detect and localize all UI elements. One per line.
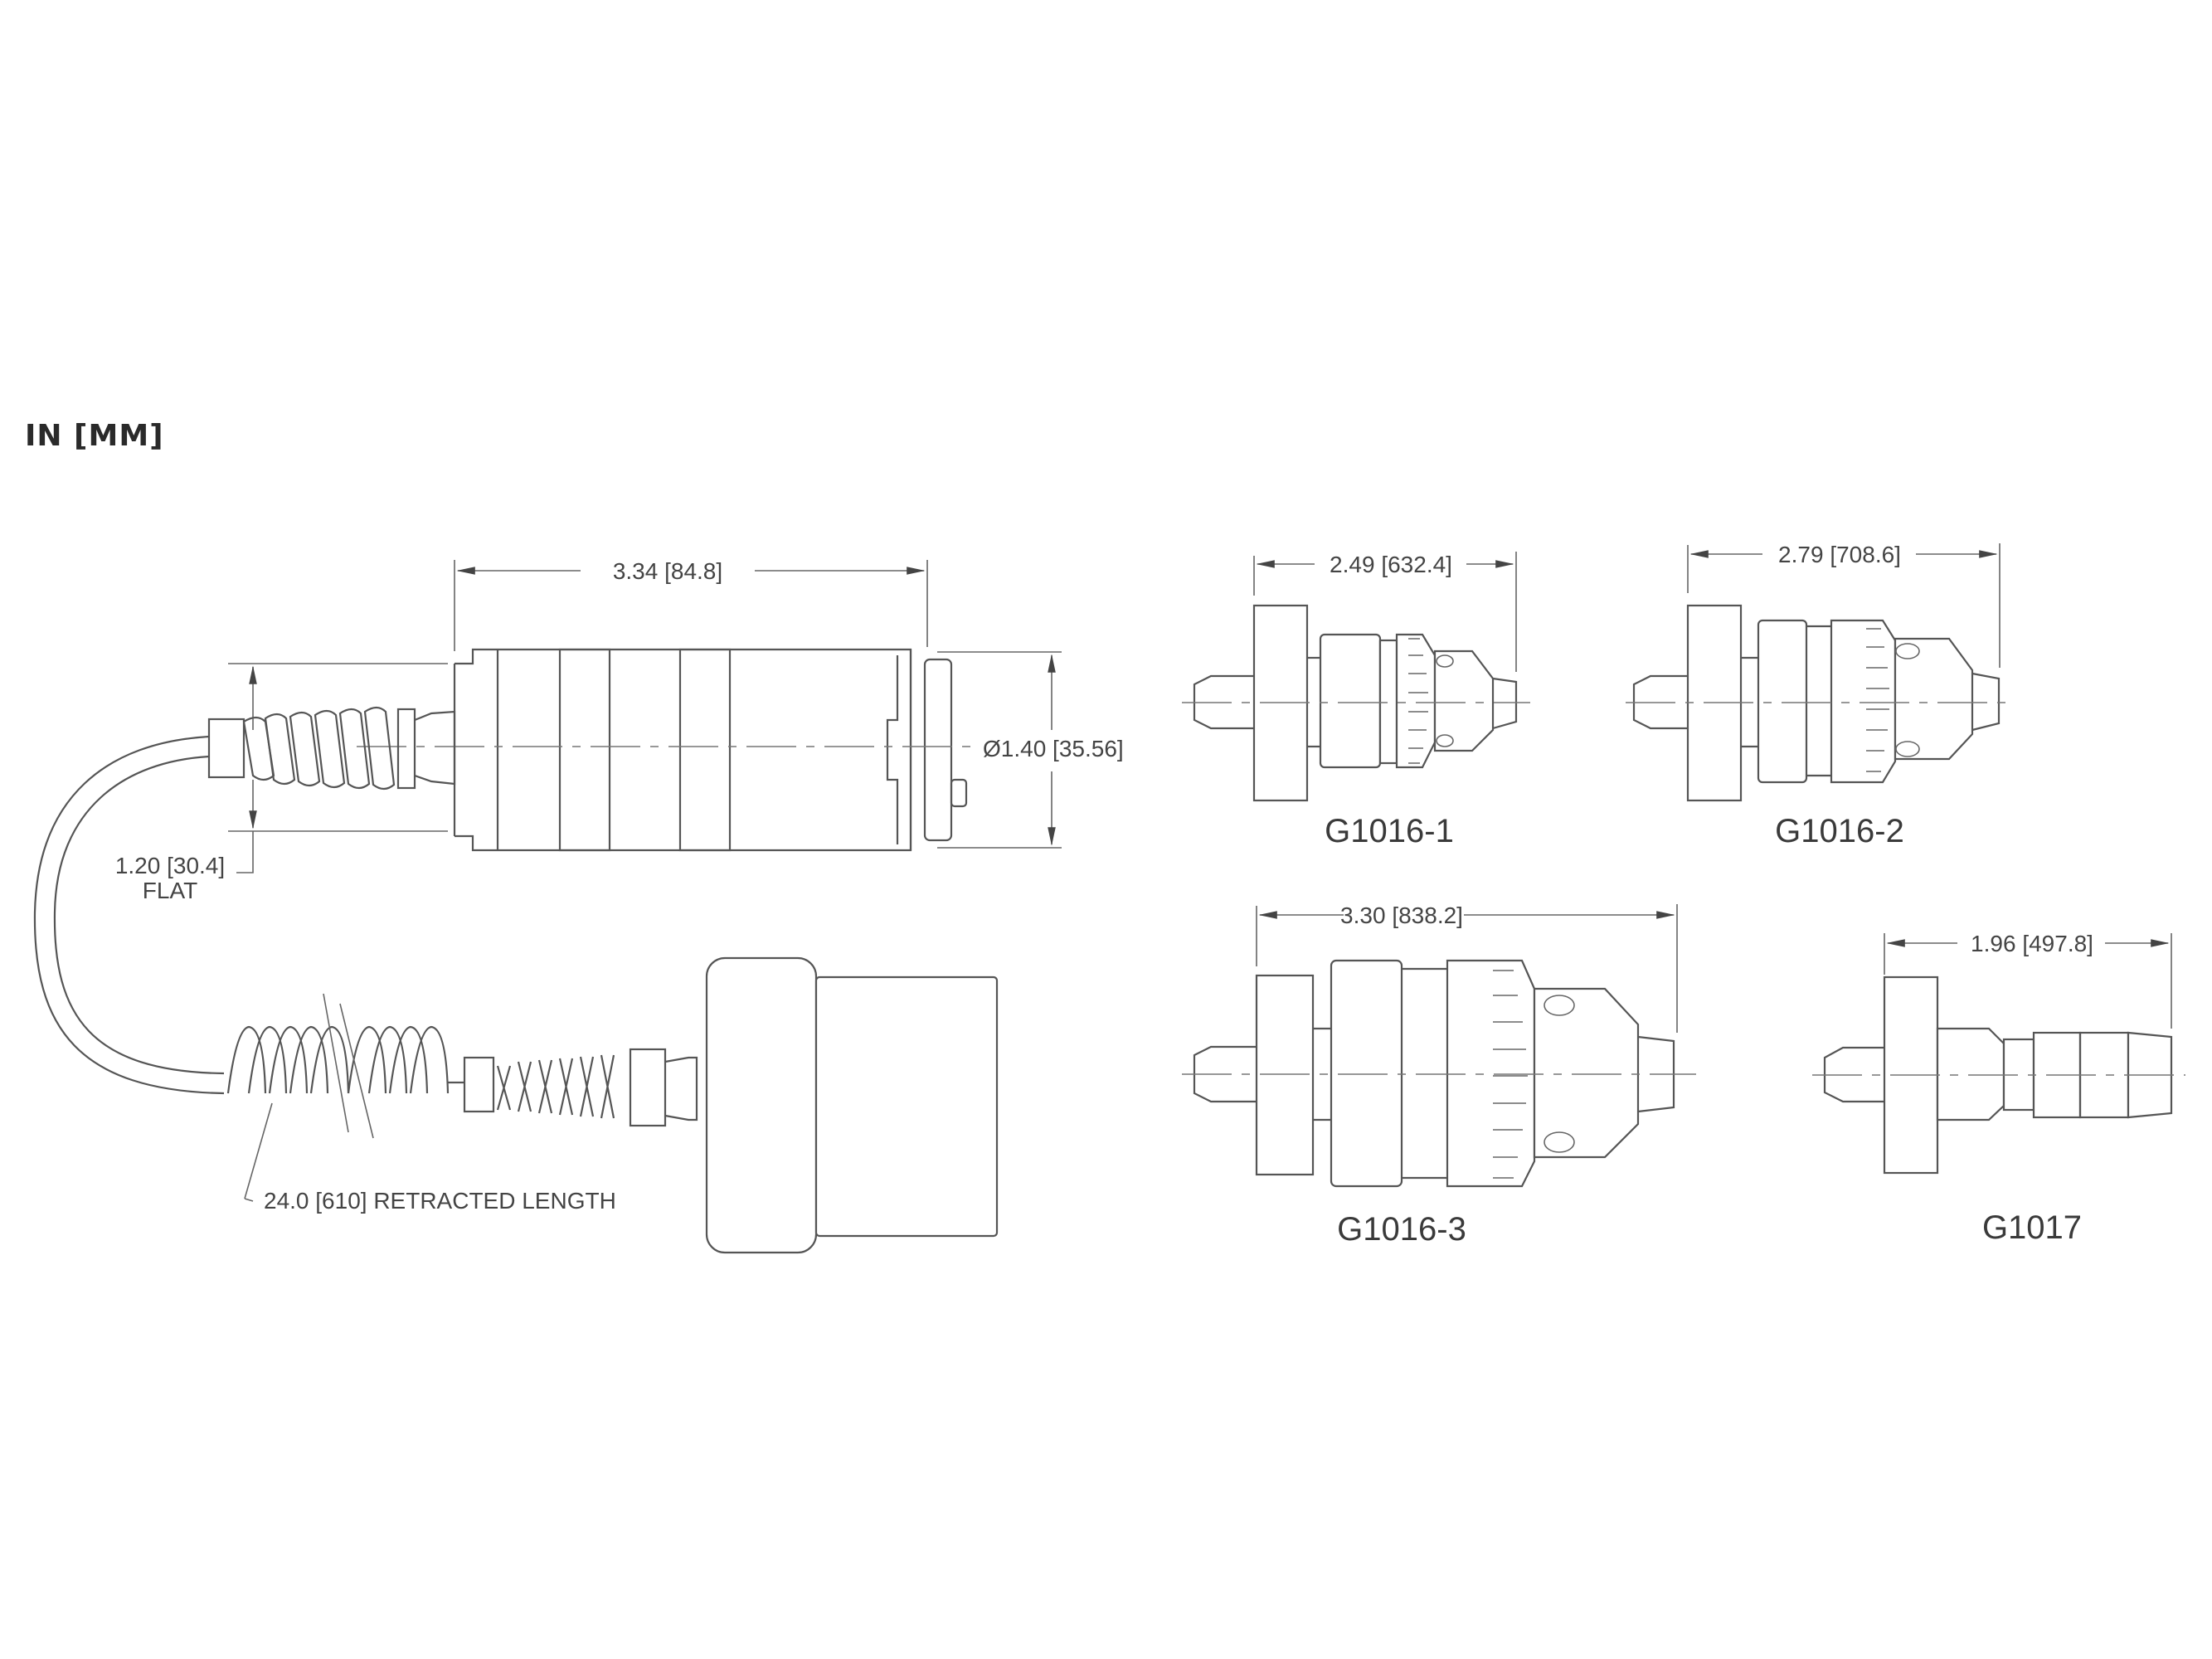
g1016-2-dimension: 2.79 [708.6] xyxy=(1778,542,1901,567)
flat-label: FLAT xyxy=(143,878,197,903)
g1017-dimension: 1.96 [497.8] xyxy=(1971,931,2093,956)
accessory-g1016-3: 3.30 [838.2] G1016-3 xyxy=(1182,902,1696,1248)
accessory-g1017: 1.96 [497.8] G1017 xyxy=(1812,931,2185,1246)
g1017-label: G1017 xyxy=(1982,1209,2082,1246)
length-dimension: 3.34 [84.8] xyxy=(613,558,722,584)
g1016-1-dimension: 2.49 [632.4] xyxy=(1330,552,1452,577)
cable-length-dimension: 24.0 [610] RETRACTED LENGTH xyxy=(264,1188,616,1214)
accessory-g1016-2: 2.79 [708.6] G1016-2 xyxy=(1626,542,2015,849)
units-label: IN [MM] xyxy=(25,419,164,453)
main-probe-assembly: 3.34 [84.8] Ø1.40 [35.56] 1.20 [30.4] FL… xyxy=(33,558,1124,1254)
diameter-dimension: Ø1.40 [35.56] xyxy=(983,736,1124,761)
g1016-1-label: G1016-1 xyxy=(1325,813,1454,849)
flat-dimension: 1.20 [30.4] xyxy=(115,853,225,878)
g1016-2-label: G1016-2 xyxy=(1775,813,1904,849)
g1016-3-label: G1016-3 xyxy=(1337,1211,1466,1248)
accessory-g1016-1: 2.49 [632.4] G1016-1 xyxy=(1182,552,1530,849)
g1016-3-dimension: 3.30 [838.2] xyxy=(1340,902,1463,928)
